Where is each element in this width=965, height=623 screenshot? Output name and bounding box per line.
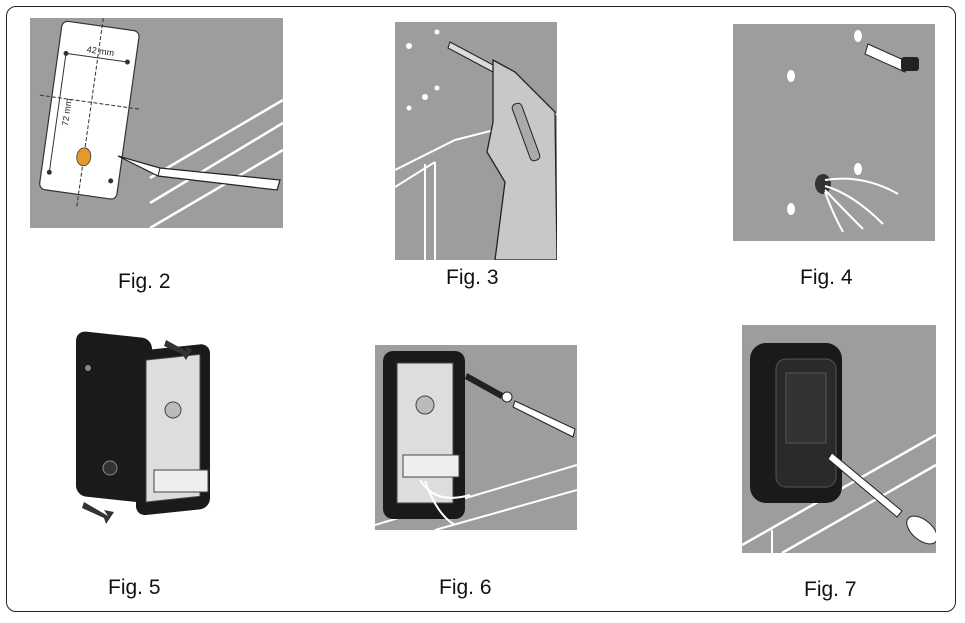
fig-5-caption: Fig. 5 — [108, 576, 161, 599]
fig-4-illustration — [733, 24, 935, 241]
fig-2-caption: Fig. 2 — [118, 270, 171, 293]
card-height-label: 72 mm — [60, 98, 74, 127]
fig-7-illustration — [742, 325, 936, 553]
fig-3-illustration — [395, 22, 557, 260]
instruction-frame — [6, 6, 956, 612]
fig-4-caption: Fig. 4 — [800, 266, 853, 289]
fig-6-illustration — [375, 345, 577, 530]
fig-3-caption: Fig. 3 — [446, 266, 499, 289]
fig-6-caption: Fig. 6 — [439, 576, 492, 599]
fig-2-illustration: 42 mm 72 mm — [30, 18, 283, 228]
fig-7-caption: Fig. 7 — [804, 578, 857, 601]
card-width-label: 42 mm — [86, 44, 115, 58]
fig-5-illustration — [70, 330, 230, 530]
